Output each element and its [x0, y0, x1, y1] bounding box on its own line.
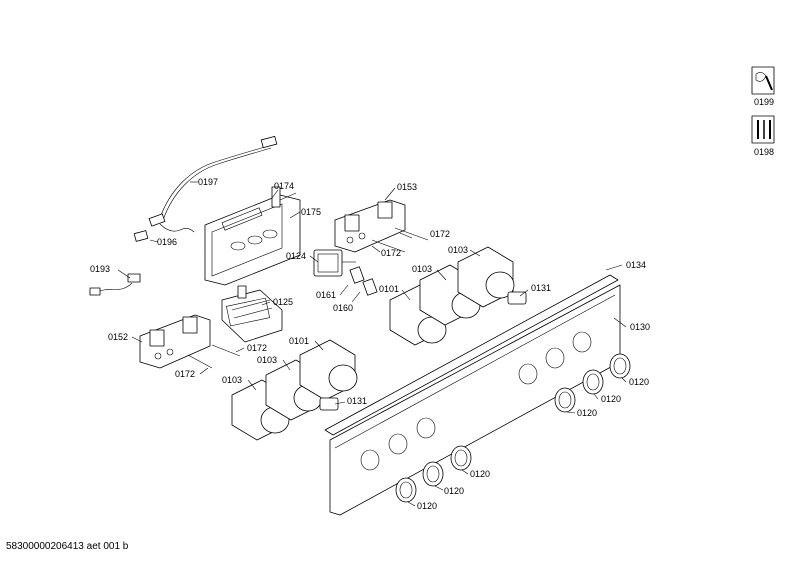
callout-0101-b: 0101	[289, 336, 309, 346]
callout-0120-d: 0120	[470, 469, 490, 479]
callout-0124: 0124	[286, 251, 306, 261]
wrench-service-icon[interactable]	[751, 66, 775, 95]
callout-0174: 0174	[274, 181, 294, 191]
callout-0161: 0161	[316, 290, 336, 300]
shaft-0172	[187, 227, 429, 369]
callout-0131-b: 0131	[347, 396, 367, 406]
callout-0134: 0134	[626, 260, 646, 270]
module-0153	[334, 199, 406, 253]
callout-0197: 0197	[198, 177, 218, 187]
callout-0120-a: 0120	[629, 377, 649, 387]
callout-0120-f: 0120	[417, 501, 437, 511]
wire-harness-0197	[133, 135, 278, 242]
knob-assembly-upper	[389, 246, 527, 346]
wire-0193	[89, 273, 141, 296]
callout-0101-a: 0101	[379, 284, 399, 294]
callout-labels: 0197 0174 0175 0153 0196 0172 0172 0193 …	[90, 177, 650, 511]
screwdriver-tools-icon[interactable]	[751, 115, 775, 144]
document-id: 58300000206413 aet 001 b	[6, 541, 129, 552]
callout-0103-b: 0103	[412, 264, 432, 274]
leader-lines	[117, 181, 627, 507]
rings-0120	[395, 353, 631, 503]
icon-label-0199: 0199	[754, 97, 774, 107]
callout-0172-b: 0172	[381, 248, 401, 258]
module-0152	[139, 314, 211, 369]
switch-0124	[313, 249, 378, 296]
callout-0193: 0193	[90, 264, 110, 274]
callout-0103-c: 0103	[257, 355, 277, 365]
callout-0172-c: 0172	[247, 343, 267, 353]
callout-0125: 0125	[273, 297, 293, 307]
icon-label-0198: 0198	[754, 147, 774, 157]
knob-assembly-lower	[231, 339, 358, 441]
callout-0130: 0130	[630, 322, 650, 332]
callout-0120-b: 0120	[601, 394, 621, 404]
control-panel-0130	[324, 274, 621, 516]
callout-0196: 0196	[157, 237, 177, 247]
callout-0152: 0152	[108, 332, 128, 342]
callout-0160: 0160	[333, 303, 353, 313]
board-0125	[221, 285, 283, 343]
callout-0172-d: 0172	[175, 369, 195, 379]
callout-0131-a: 0131	[531, 283, 551, 293]
callout-0120-c: 0120	[577, 408, 597, 418]
callout-0103-a: 0103	[448, 245, 468, 255]
callout-0103-d: 0103	[222, 375, 242, 385]
callout-0172-a: 0172	[430, 229, 450, 239]
control-board-0175	[204, 186, 301, 286]
callout-0153: 0153	[397, 182, 417, 192]
callout-0120-e: 0120	[444, 486, 464, 496]
callout-0175: 0175	[301, 207, 321, 217]
